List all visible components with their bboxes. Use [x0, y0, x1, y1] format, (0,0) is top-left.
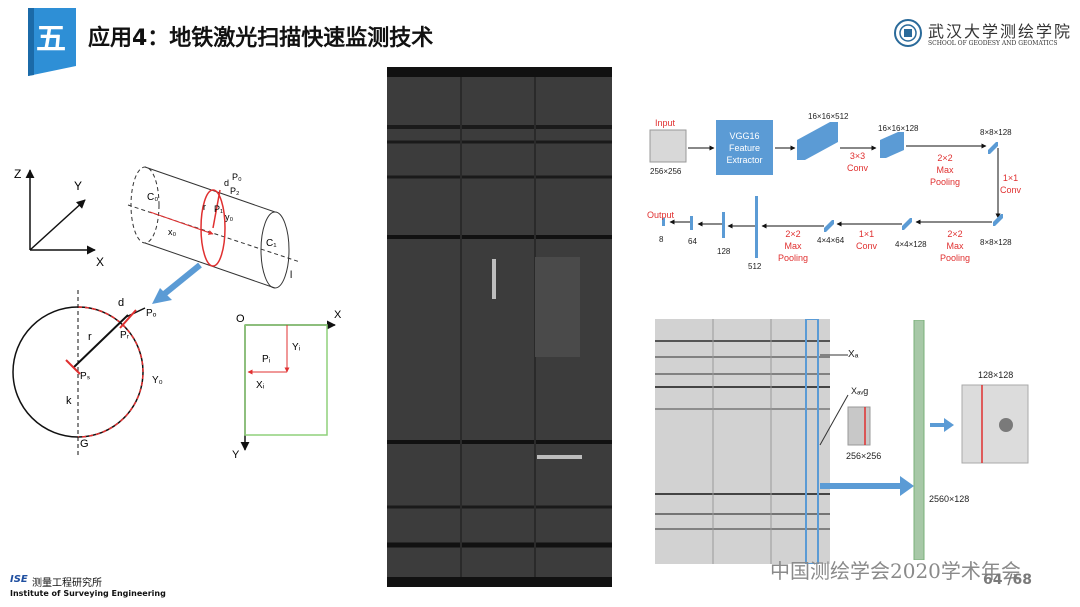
label-d: d: [224, 178, 229, 188]
label-c0: C₀: [147, 192, 158, 203]
circle-label-g: G: [80, 438, 89, 450]
net-input-size: 256×256: [650, 167, 681, 176]
label-y0: y₀: [225, 212, 234, 222]
grid-label-y: Y: [232, 449, 240, 461]
grid-label-pi: Pᵢ: [262, 354, 271, 365]
label-x0: x₀: [168, 227, 177, 237]
page-number: 64 /68: [983, 572, 1032, 588]
net-input-label: Input: [655, 117, 675, 129]
label-p2: P₂: [230, 186, 240, 196]
net-op4: 2×2 Max Pooling: [940, 228, 970, 264]
grid-label-o: O: [236, 313, 245, 325]
net-op1: 3×3 Conv: [847, 150, 868, 174]
label-xa: Xₐ: [848, 349, 858, 360]
footer-institute-en: Institute of Surveying Engineering: [10, 589, 166, 598]
net-l1-size: 16×16×512: [808, 112, 849, 121]
net-op3: 1×1 Conv: [1000, 172, 1021, 196]
label-r: r: [203, 202, 206, 212]
net-op5: 1×1 Conv: [856, 228, 877, 252]
net-l6-size: 4×4×64: [817, 236, 844, 245]
circle-label-r: r: [88, 331, 92, 343]
tunnel-scan-image: [387, 67, 612, 587]
patch-pointer-lines: [810, 320, 1040, 560]
net-l2-size: 16×16×128: [878, 124, 919, 133]
grid-label-xi: Xᵢ: [256, 380, 265, 391]
vgg-label: VGG16 Feature Extractor: [726, 130, 762, 166]
net-op6: 2×2 Max Pooling: [778, 228, 808, 264]
university-logo-icon: [893, 18, 923, 48]
university-name: 武汉大学测绘学院: [928, 18, 1072, 42]
label-patch-size: 256×256: [846, 451, 881, 461]
label-p0: P₀: [232, 172, 242, 182]
circle-label-po: Pₒ: [146, 308, 157, 319]
net-l3-size: 8×8×128: [980, 128, 1012, 137]
net-l5-size: 4×4×128: [895, 240, 927, 249]
scan-tile-image: [655, 319, 830, 564]
label-p1: P₁: [214, 204, 223, 214]
label-strip-size: 2560×128: [929, 494, 969, 504]
grid-label-yi: Yᵢ: [292, 342, 301, 353]
vgg-block: VGG16 Feature Extractor: [716, 120, 773, 175]
school-subtitle: SCHOOL OF GEODESY AND GEOMATICS: [928, 40, 1058, 47]
axis-z-label: Z: [14, 167, 21, 181]
circle-label-y0: Y₀: [152, 375, 163, 386]
net-op2: 2×2 Max Pooling: [930, 152, 960, 188]
circle-label-d: d: [118, 297, 124, 309]
circle-label-k: k: [66, 395, 72, 407]
label-zoom-size: 128×128: [978, 370, 1013, 380]
circle-label-pr: Pᵣ: [120, 330, 130, 341]
footer-institute-cn: 测量工程研究所: [32, 574, 102, 589]
grid-label-x: X: [334, 309, 342, 321]
label-c1: C₁: [266, 238, 277, 249]
circle-label-ps: Pₛ: [80, 371, 91, 382]
axis-y-label: Y: [74, 179, 82, 193]
label-l: l: [290, 270, 292, 281]
axis-x-label: X: [96, 255, 104, 269]
section-badge-char: 五: [36, 14, 66, 58]
net-l8-size: 128: [717, 247, 730, 256]
net-l4-size: 8×8×128: [980, 238, 1012, 247]
tunnel-geometry-diagram: Z Y X C₀ C₁ x₀ y₀ P₀ P₂ P₁ d r l Pₒ Pᵣ P…: [0, 150, 370, 470]
label-xavg: Xₐᵥg: [851, 386, 868, 396]
footer-abbr: ISE: [10, 574, 28, 585]
net-l9-size: 64: [688, 237, 697, 246]
page-title: 应用4：地铁激光扫描快速监测技术: [88, 20, 433, 52]
net-output-size: 8: [659, 235, 663, 244]
net-l7-size: 512: [748, 262, 761, 271]
net-output-label: Output: [647, 209, 674, 221]
axis-y-line: [30, 200, 85, 250]
